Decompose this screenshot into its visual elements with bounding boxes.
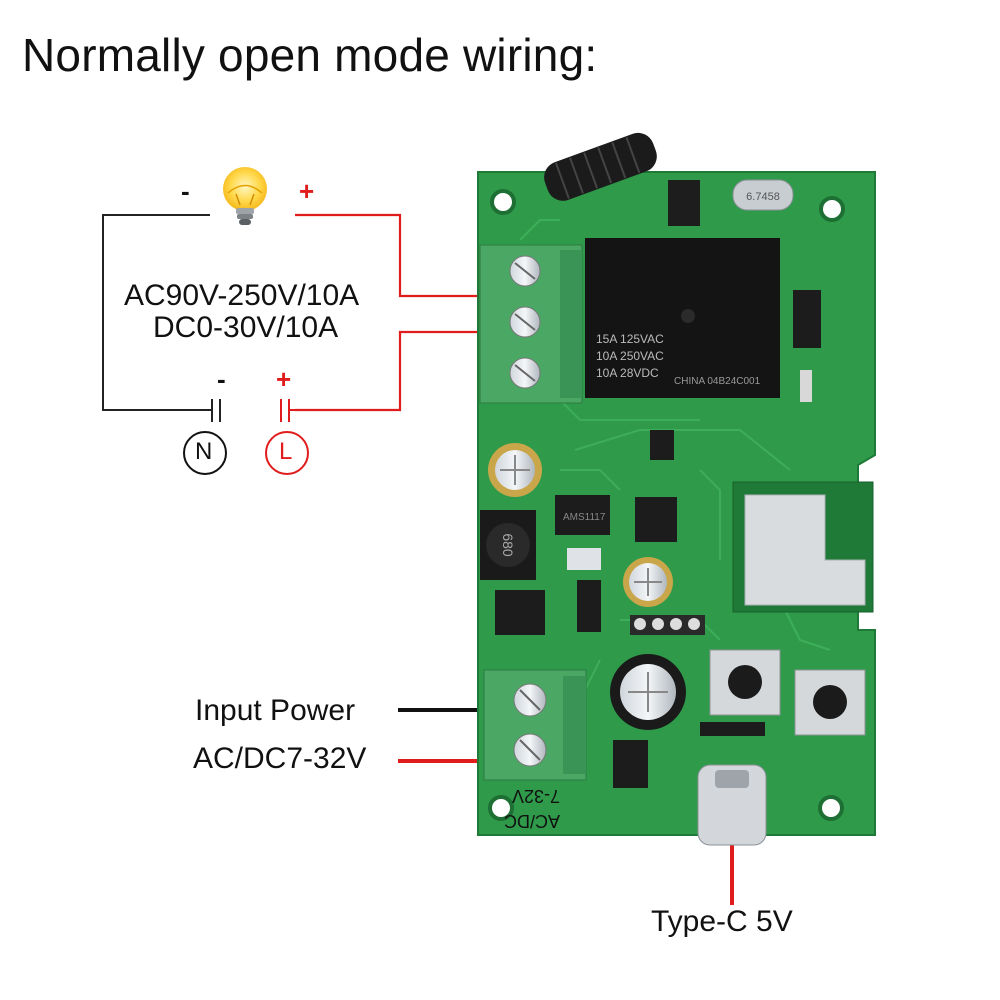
- electrolytic-capacitors: [488, 443, 686, 730]
- live-plug: [280, 399, 295, 422]
- diagram-title: Normally open mode wiring:: [22, 29, 598, 81]
- neutral-label: N: [195, 438, 213, 465]
- neutral-plug: [211, 399, 221, 422]
- load-circuit-wires: [102, 213, 478, 412]
- relay: 15A 125VAC 10A 250VAC 10A 28VDC CHINA 04…: [585, 238, 780, 398]
- antenna-coil: [544, 132, 700, 226]
- svg-text:680: 680: [500, 533, 516, 557]
- smd-components: AMS1117: [495, 290, 859, 788]
- svg-text:7-32V: 7-32V: [512, 786, 560, 806]
- neutral-symbol-circle: [183, 431, 227, 475]
- load-minus-sign: -: [181, 176, 190, 206]
- live-wire-to-terminal-2: [295, 330, 478, 412]
- load-rating-dc: DC0-30V/10A: [153, 311, 339, 344]
- load-rating-ac: AC90V-250V/10A: [124, 279, 360, 312]
- light-bulb-icon: [223, 167, 267, 225]
- load-terminal-block: [479, 244, 583, 404]
- tact-buttons: [709, 649, 866, 736]
- power-terminal-block: 7-32V AC/DC: [483, 669, 587, 831]
- live-symbol-circle: [265, 431, 309, 475]
- typec-label: Type-C 5V: [651, 905, 793, 938]
- usb-type-c-port: [697, 764, 767, 846]
- input-power-label: Input Power: [195, 694, 356, 727]
- svg-text:AMS1117: AMS1117: [563, 512, 606, 523]
- neutral-wire: [102, 214, 212, 411]
- input-power-voltage-label: AC/DC7-32V: [193, 742, 367, 775]
- svg-text:AC/DC: AC/DC: [504, 811, 560, 831]
- svg-text:10A 28VDC: 10A 28VDC: [596, 366, 659, 380]
- live-wire-to-terminal-1: [295, 213, 478, 298]
- source-plus-sign: +: [276, 364, 292, 394]
- svg-text:10A 250VAC: 10A 250VAC: [596, 349, 664, 363]
- wifi-module: [732, 481, 874, 613]
- svg-text:CHINA 04B24C001: CHINA 04B24C001: [674, 376, 761, 387]
- live-label: L: [279, 438, 293, 465]
- source-minus-sign: -: [217, 364, 226, 394]
- crystal-oscillator: 6.7458: [732, 179, 794, 211]
- inductor: 680: [480, 510, 536, 580]
- svg-text:6.7458: 6.7458: [746, 191, 780, 203]
- svg-text:15A 125VAC: 15A 125VAC: [596, 332, 664, 346]
- load-plus-sign: +: [299, 176, 315, 206]
